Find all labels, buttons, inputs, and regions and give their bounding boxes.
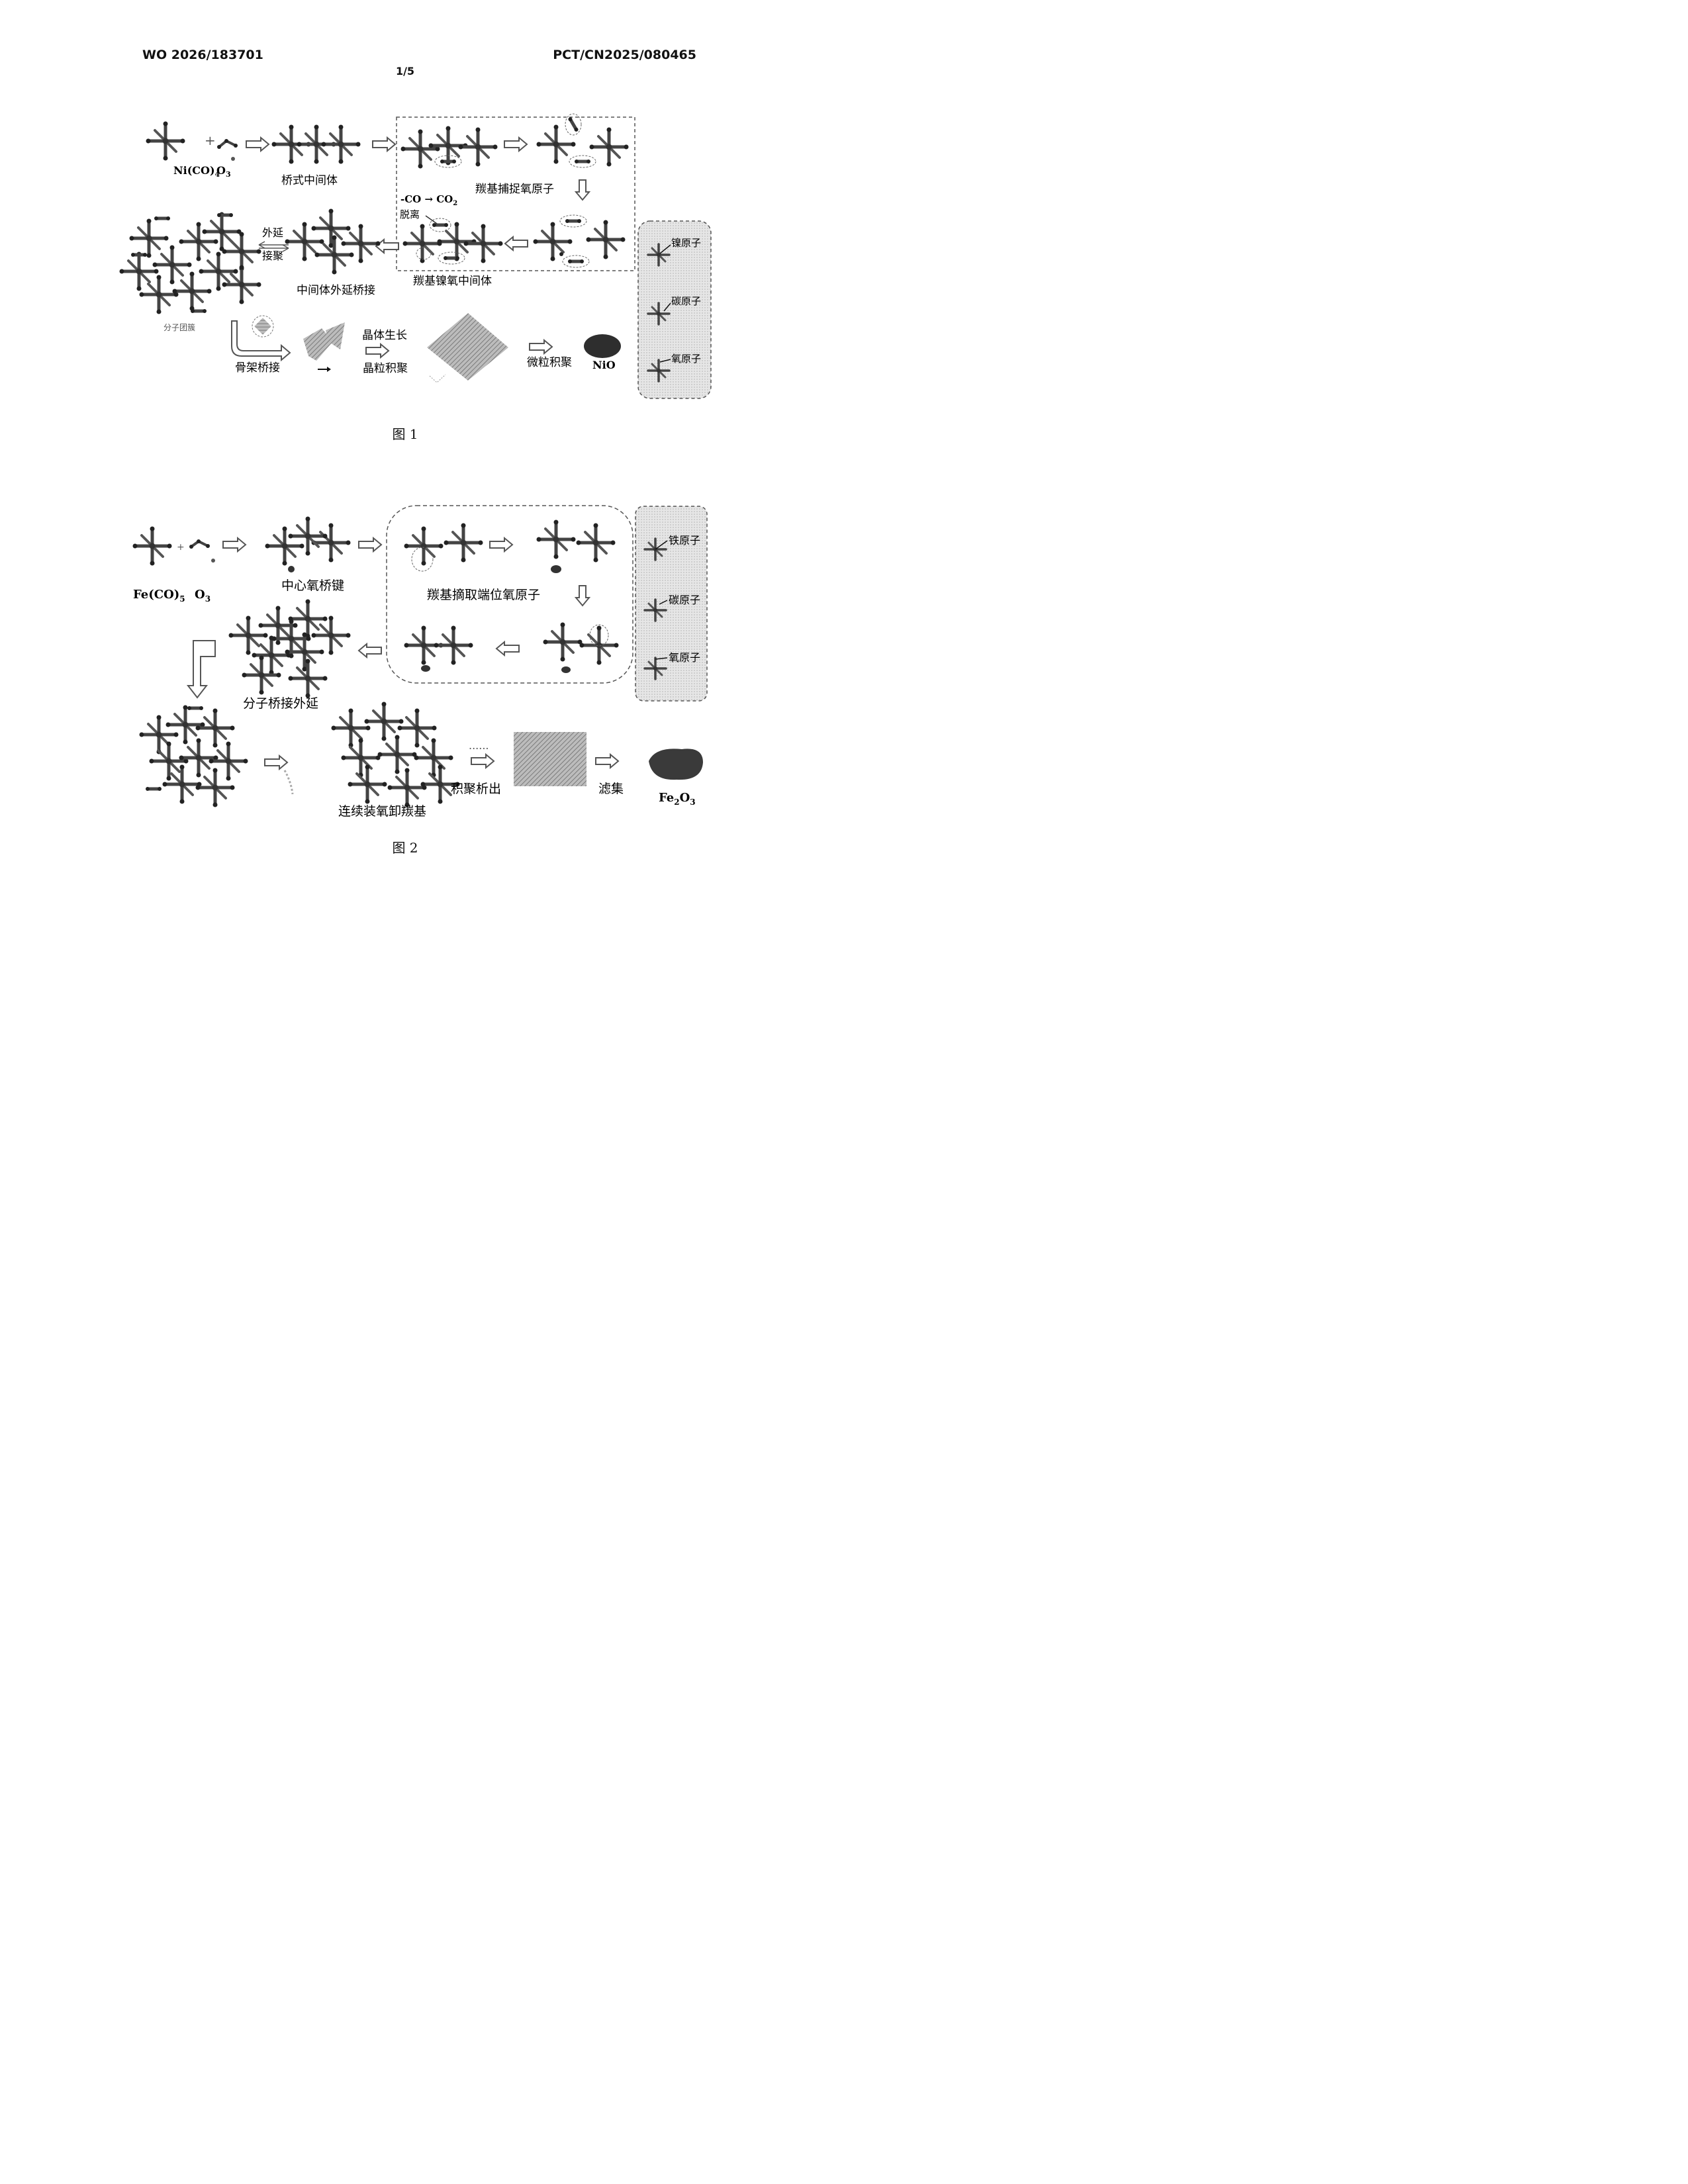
- continuous-network-right: [332, 702, 460, 807]
- o3-molecule: [217, 139, 238, 161]
- plus-sign: +: [177, 542, 185, 553]
- figure-1: + Ni(CO)4 O3 桥式中间体: [120, 114, 712, 398]
- ni-co4-molecule: [146, 122, 185, 161]
- figure-2: + Fe(CO)5 O3 中心氧桥键 羰基摘取端位氧原子: [133, 506, 708, 819]
- capture-step-1: [401, 126, 498, 169]
- arrow-left: [376, 240, 399, 253]
- dispersed-fragments: [285, 770, 293, 794]
- polymerize-label: 接聚: [262, 250, 283, 262]
- central-bridge-label: 中心氧桥键: [281, 578, 344, 593]
- arrow-right: [530, 340, 552, 353]
- svg-text:镍原子: 镍原子: [671, 237, 701, 249]
- fe-co5-molecule: [133, 527, 172, 566]
- skeleton-bridge-arrow: [232, 316, 290, 360]
- grain-aggregation-label: 晶粒积聚: [363, 362, 408, 375]
- molecular-cluster: [120, 212, 261, 314]
- co-to-co2-label: -CO → CO2: [400, 193, 457, 207]
- arrow-right: [596, 754, 618, 768]
- nickel-oxy-step-2: [534, 215, 626, 267]
- extract-step-3: [404, 626, 473, 672]
- ellipsis: ......: [469, 739, 489, 752]
- plus-sign: +: [205, 132, 216, 148]
- bridged-network: [229, 600, 351, 698]
- carbonyl-capture-label: 羰基捕捉氧原子: [475, 183, 554, 196]
- arrow-left: [505, 237, 528, 250]
- skeleton-fragment: [303, 322, 345, 372]
- carbonyl-extract-label: 羰基摘取端位氧原子: [427, 588, 540, 602]
- extract-step-2: [537, 520, 616, 574]
- figures-canvas: + Ni(CO)4 O3 桥式中间体: [0, 0, 810, 1048]
- elbow-arrow-down: [188, 641, 215, 698]
- svg-text:氧原子: 氧原子: [669, 651, 700, 664]
- precipitate-block: [514, 732, 586, 786]
- skeleton-bridge-label: 骨架桥接: [235, 361, 280, 375]
- two-way-arrow: [259, 242, 289, 248]
- arrow-left: [496, 642, 519, 655]
- capture-step-2: [537, 114, 629, 167]
- detach-label: 脱离: [400, 208, 420, 220]
- fe-co5-label: Fe(CO)5: [133, 588, 185, 604]
- intermediate-bridging-label: 中间体外延桥接: [297, 284, 375, 297]
- molecular-bridge-label: 分子桥接外延: [243, 696, 318, 711]
- nio-particle: [584, 334, 621, 358]
- continuous-label: 连续装氧卸羰基: [338, 804, 426, 819]
- o3-label: O3: [195, 588, 211, 604]
- arrow-right: [490, 538, 512, 551]
- particle-aggregation-label: 微粒积聚: [527, 356, 572, 369]
- arrow-right: [366, 344, 389, 357]
- o3-label: O3: [216, 164, 231, 179]
- arrow-down: [576, 180, 589, 200]
- arrow-right: [504, 138, 527, 151]
- fe2o3-particle: [649, 749, 703, 780]
- svg-text:碳原子: 碳原子: [669, 594, 700, 606]
- grain-fragment: [430, 375, 445, 383]
- arrow-down: [576, 586, 589, 606]
- ni-co4-label: Ni(CO)4: [173, 164, 220, 179]
- carbonyl-nickel-oxy-label: 羰基镍氧中间体: [413, 275, 492, 288]
- bridge-intermediate-molecule: [272, 125, 361, 164]
- crystal-lattice: [427, 313, 508, 381]
- arrow-right: [223, 538, 246, 551]
- arrow-right: [359, 538, 381, 551]
- arrow-right: [471, 754, 494, 768]
- arrow-right: [373, 138, 395, 151]
- nio-label: NiO: [592, 359, 616, 371]
- cluster-label: 分子团簇: [164, 322, 195, 332]
- filter-label: 滤集: [598, 782, 624, 796]
- svg-text:氧原子: 氧原子: [671, 353, 701, 365]
- continuous-network-left: [140, 705, 248, 807]
- crystal-growth-label: 晶体生长: [362, 329, 407, 342]
- fe2o3-label: Fe2O3: [659, 791, 696, 807]
- extension-label: 外延: [262, 226, 283, 239]
- nickel-oxy-step-1: [403, 218, 503, 264]
- central-bridge-molecule: [265, 517, 351, 573]
- figure-1-caption: 图 1: [0, 424, 810, 443]
- arrow-right: [246, 138, 269, 151]
- arrow-left: [359, 644, 381, 657]
- figure-2-caption: 图 2: [0, 837, 810, 856]
- bridge-intermediate-label: 桥式中间体: [281, 174, 338, 187]
- extract-step-4: [543, 623, 619, 674]
- extract-step-1: [404, 523, 483, 572]
- precipitate-label: 积聚析出: [451, 782, 501, 796]
- svg-text:碳原子: 碳原子: [671, 295, 701, 307]
- arrow-right: [265, 756, 287, 769]
- svg-text:铁原子: 铁原子: [669, 534, 700, 547]
- o3-molecule: [189, 539, 215, 563]
- intermediate-bridging-molecule: [285, 209, 381, 275]
- pointer-line: [426, 216, 437, 224]
